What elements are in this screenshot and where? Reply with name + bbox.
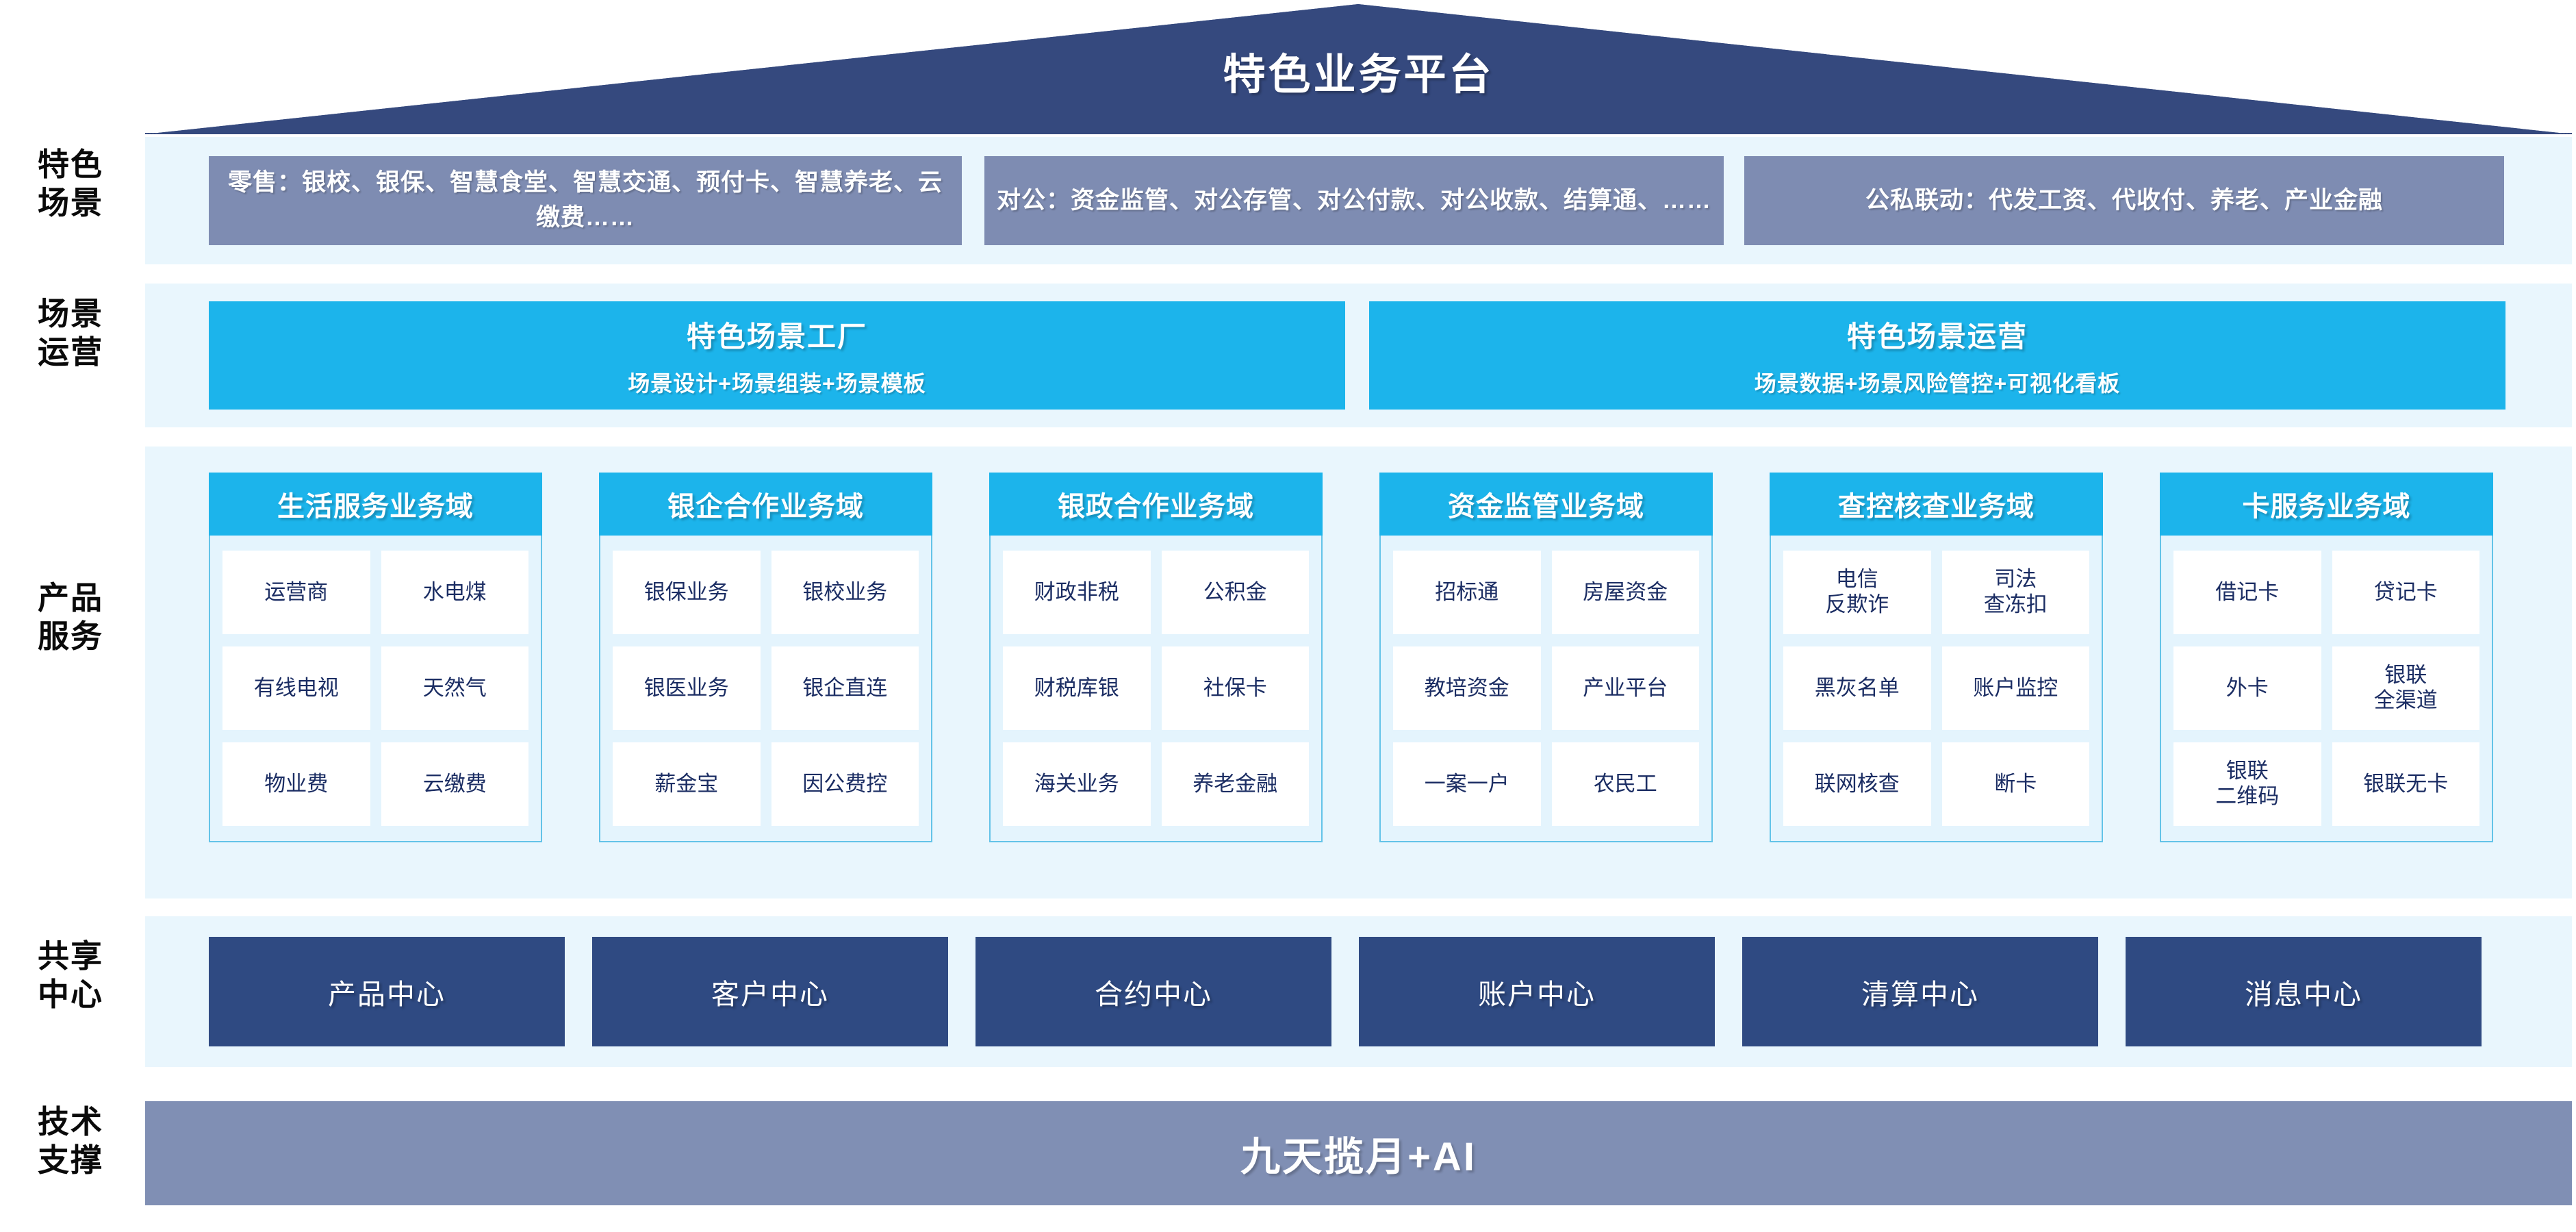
product-item[interactable]: 司法 查冻扣 — [1941, 551, 2089, 634]
product-item[interactable]: 教培资金 — [1393, 646, 1541, 730]
product-item[interactable]: 外卡 — [2173, 646, 2321, 730]
scenario-box-joint[interactable]: 公私联动：代发工资、代收付、养老、产业金融 — [1744, 156, 2504, 245]
product-domain-items: 借记卡 贷记卡 外卡 银联 全渠道 银联 二维码 银联无卡 — [2160, 536, 2493, 842]
product-item[interactable]: 一案一户 — [1393, 742, 1541, 826]
scenario-box-retail[interactable]: 零售：银校、银保、智慧食堂、智慧交通、预付卡、智慧养老、云缴费…… — [209, 156, 962, 245]
product-item[interactable]: 物业费 — [222, 742, 370, 826]
product-domain-card-service[interactable]: 卡服务业务域 借记卡 贷记卡 外卡 银联 全渠道 银联 二维码 银联无卡 — [2160, 473, 2493, 842]
product-item[interactable]: 银校业务 — [771, 551, 919, 634]
product-item[interactable]: 联网核查 — [1783, 742, 1931, 826]
product-domain-items: 财政非税 公积金 财税库银 社保卡 海关业务 养老金融 — [989, 536, 1323, 842]
product-item[interactable]: 银医业务 — [613, 646, 761, 730]
product-domain-bank-government[interactable]: 银政合作业务域 财政非税 公积金 财税库银 社保卡 海关业务 养老金融 — [989, 473, 1323, 842]
shared-center-message[interactable]: 消息中心 — [2126, 937, 2482, 1046]
row-label-product: 产品 服务 — [38, 580, 103, 655]
product-item[interactable]: 有线电视 — [222, 646, 370, 730]
product-item[interactable]: 财税库银 — [1003, 646, 1151, 730]
product-domain-title: 银政合作业务域 — [989, 473, 1323, 536]
shared-center-account[interactable]: 账户中心 — [1359, 937, 1715, 1046]
operation-subtitle: 场景数据+场景风险管控+可视化看板 — [1754, 370, 2121, 396]
product-item[interactable]: 社保卡 — [1161, 646, 1309, 730]
product-item[interactable]: 薪金宝 — [613, 742, 761, 826]
product-domain-title: 生活服务业务域 — [209, 473, 542, 536]
product-item[interactable]: 房屋资金 — [1551, 551, 1699, 634]
product-domain-items: 运营商 水电煤 有线电视 天然气 物业费 云缴费 — [209, 536, 542, 842]
product-item[interactable]: 运营商 — [222, 551, 370, 634]
scenario-box-corporate[interactable]: 对公：资金监管、对公存管、对公付款、对公收款、结算通、…… — [984, 156, 1724, 245]
operation-box-scene-operation[interactable]: 特色场景运营 场景数据+场景风险管控+可视化看板 — [1369, 301, 2505, 410]
product-item[interactable]: 公积金 — [1161, 551, 1309, 634]
page-title: 特色业务平台 — [1223, 51, 1494, 99]
product-domain-bank-enterprise[interactable]: 银企合作业务域 银保业务 银校业务 银医业务 银企直连 薪金宝 因公费控 — [599, 473, 932, 842]
product-domain-title: 查控核查业务域 — [1770, 473, 2103, 536]
product-domain-fund-supervision[interactable]: 资金监管业务域 招标通 房屋资金 教培资金 产业平台 一案一户 农民工 — [1379, 473, 1713, 842]
shared-center-settlement[interactable]: 清算中心 — [1742, 937, 2098, 1046]
product-item[interactable]: 借记卡 — [2173, 551, 2321, 634]
product-item[interactable]: 水电煤 — [381, 551, 528, 634]
product-domain-title: 银企合作业务域 — [599, 473, 932, 536]
row-label-shared: 共享 中心 — [38, 938, 103, 1013]
roof-shape-icon — [145, 4, 2572, 134]
shared-center-customer[interactable]: 客户中心 — [592, 937, 948, 1046]
product-item[interactable]: 云缴费 — [381, 742, 528, 826]
product-item[interactable]: 电信 反欺诈 — [1783, 551, 1931, 634]
platform-header-roof: 特色业务平台 — [145, 4, 2572, 134]
product-domain-title: 资金监管业务域 — [1379, 473, 1713, 536]
product-item[interactable]: 农民工 — [1551, 742, 1699, 826]
product-item[interactable]: 贷记卡 — [2332, 551, 2479, 634]
product-domain-items: 招标通 房屋资金 教培资金 产业平台 一案一户 农民工 — [1379, 536, 1713, 842]
tech-support-bar[interactable]: 九天揽月+AI — [145, 1101, 2572, 1205]
product-item[interactable]: 财政非税 — [1003, 551, 1151, 634]
shared-center-product[interactable]: 产品中心 — [209, 937, 565, 1046]
operation-box-scene-factory[interactable]: 特色场景工厂 场景设计+场景组装+场景模板 — [209, 301, 1345, 410]
product-item[interactable]: 银保业务 — [613, 551, 761, 634]
product-item[interactable]: 因公费控 — [771, 742, 919, 826]
product-item[interactable]: 断卡 — [1941, 742, 2089, 826]
product-item[interactable]: 海关业务 — [1003, 742, 1151, 826]
shared-center-contract[interactable]: 合约中心 — [975, 937, 1331, 1046]
product-domain-title: 卡服务业务域 — [2160, 473, 2493, 536]
row-label-operation: 场景 运营 — [38, 296, 103, 370]
product-item[interactable]: 账户监控 — [1941, 646, 2089, 730]
product-domain-life-service[interactable]: 生活服务业务域 运营商 水电煤 有线电视 天然气 物业费 云缴费 — [209, 473, 542, 842]
product-item[interactable]: 招标通 — [1393, 551, 1541, 634]
operation-subtitle: 场景设计+场景组装+场景模板 — [628, 370, 926, 396]
product-item[interactable]: 银联 全渠道 — [2332, 646, 2479, 730]
product-item[interactable]: 银企直连 — [771, 646, 919, 730]
operation-title: 特色场景运营 — [1846, 320, 2028, 353]
product-item[interactable]: 产业平台 — [1551, 646, 1699, 730]
product-item[interactable]: 养老金融 — [1161, 742, 1309, 826]
product-domain-investigation[interactable]: 查控核查业务域 电信 反欺诈 司法 查冻扣 黑灰名单 账户监控 联网核查 断卡 — [1770, 473, 2103, 842]
product-domain-items: 电信 反欺诈 司法 查冻扣 黑灰名单 账户监控 联网核查 断卡 — [1770, 536, 2103, 842]
product-domain-items: 银保业务 银校业务 银医业务 银企直连 薪金宝 因公费控 — [599, 536, 932, 842]
operation-title: 特色场景工厂 — [686, 320, 867, 353]
product-item[interactable]: 黑灰名单 — [1783, 646, 1931, 730]
product-item[interactable]: 天然气 — [381, 646, 528, 730]
row-label-tech: 技术 支撑 — [38, 1104, 103, 1179]
row-label-scene: 特色 场景 — [38, 147, 103, 221]
product-item[interactable]: 银联无卡 — [2332, 742, 2479, 826]
product-item[interactable]: 银联 二维码 — [2173, 742, 2321, 826]
